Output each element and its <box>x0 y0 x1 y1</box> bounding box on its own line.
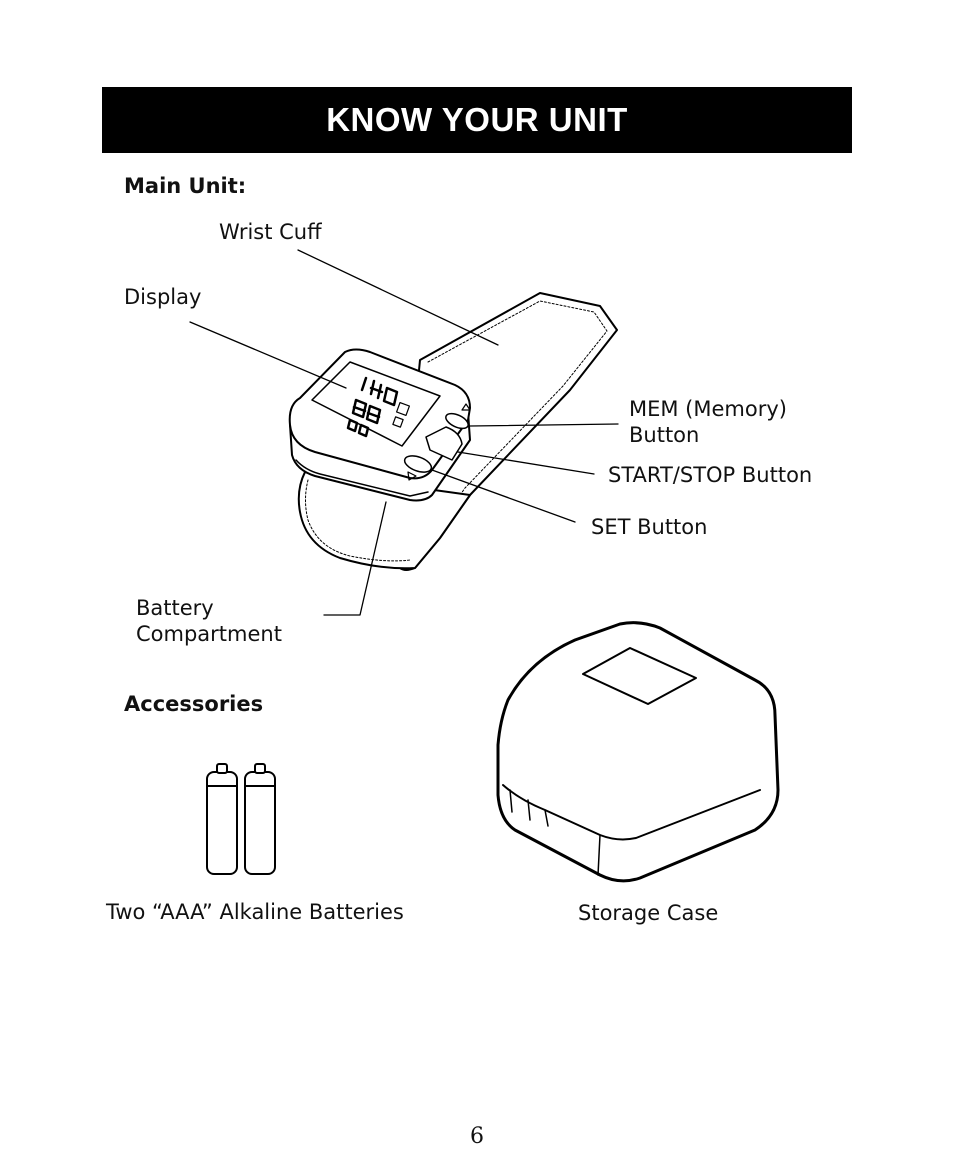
label-display: Display <box>124 285 202 309</box>
accessories-heading: Accessories <box>124 692 264 716</box>
blood-pressure-monitor <box>288 348 471 502</box>
section-title: KNOW YOUR UNIT <box>326 101 628 138</box>
main-unit-heading: Main Unit: <box>124 174 247 198</box>
aaa-batteries <box>206 763 276 875</box>
label-set: SET Button <box>591 515 708 539</box>
page-number: 6 <box>470 1124 484 1149</box>
leader-lines <box>189 249 619 616</box>
storage-case <box>496 621 780 883</box>
display-digits <box>346 376 399 438</box>
label-mem-line1: MEM (Memory) <box>629 397 787 421</box>
label-start-stop: START/STOP Button <box>608 463 813 487</box>
label-wrist-cuff: Wrist Cuff <box>219 220 322 244</box>
label-battery-line2: Compartment <box>136 622 282 646</box>
label-mem-line2: Button <box>629 423 700 447</box>
label-battery-line1: Battery <box>136 596 214 620</box>
batteries-caption: Two “AAA” Alkaline Batteries <box>106 900 404 924</box>
section-title-banner: KNOW YOUR UNIT <box>102 87 852 153</box>
case-caption: Storage Case <box>578 901 719 925</box>
